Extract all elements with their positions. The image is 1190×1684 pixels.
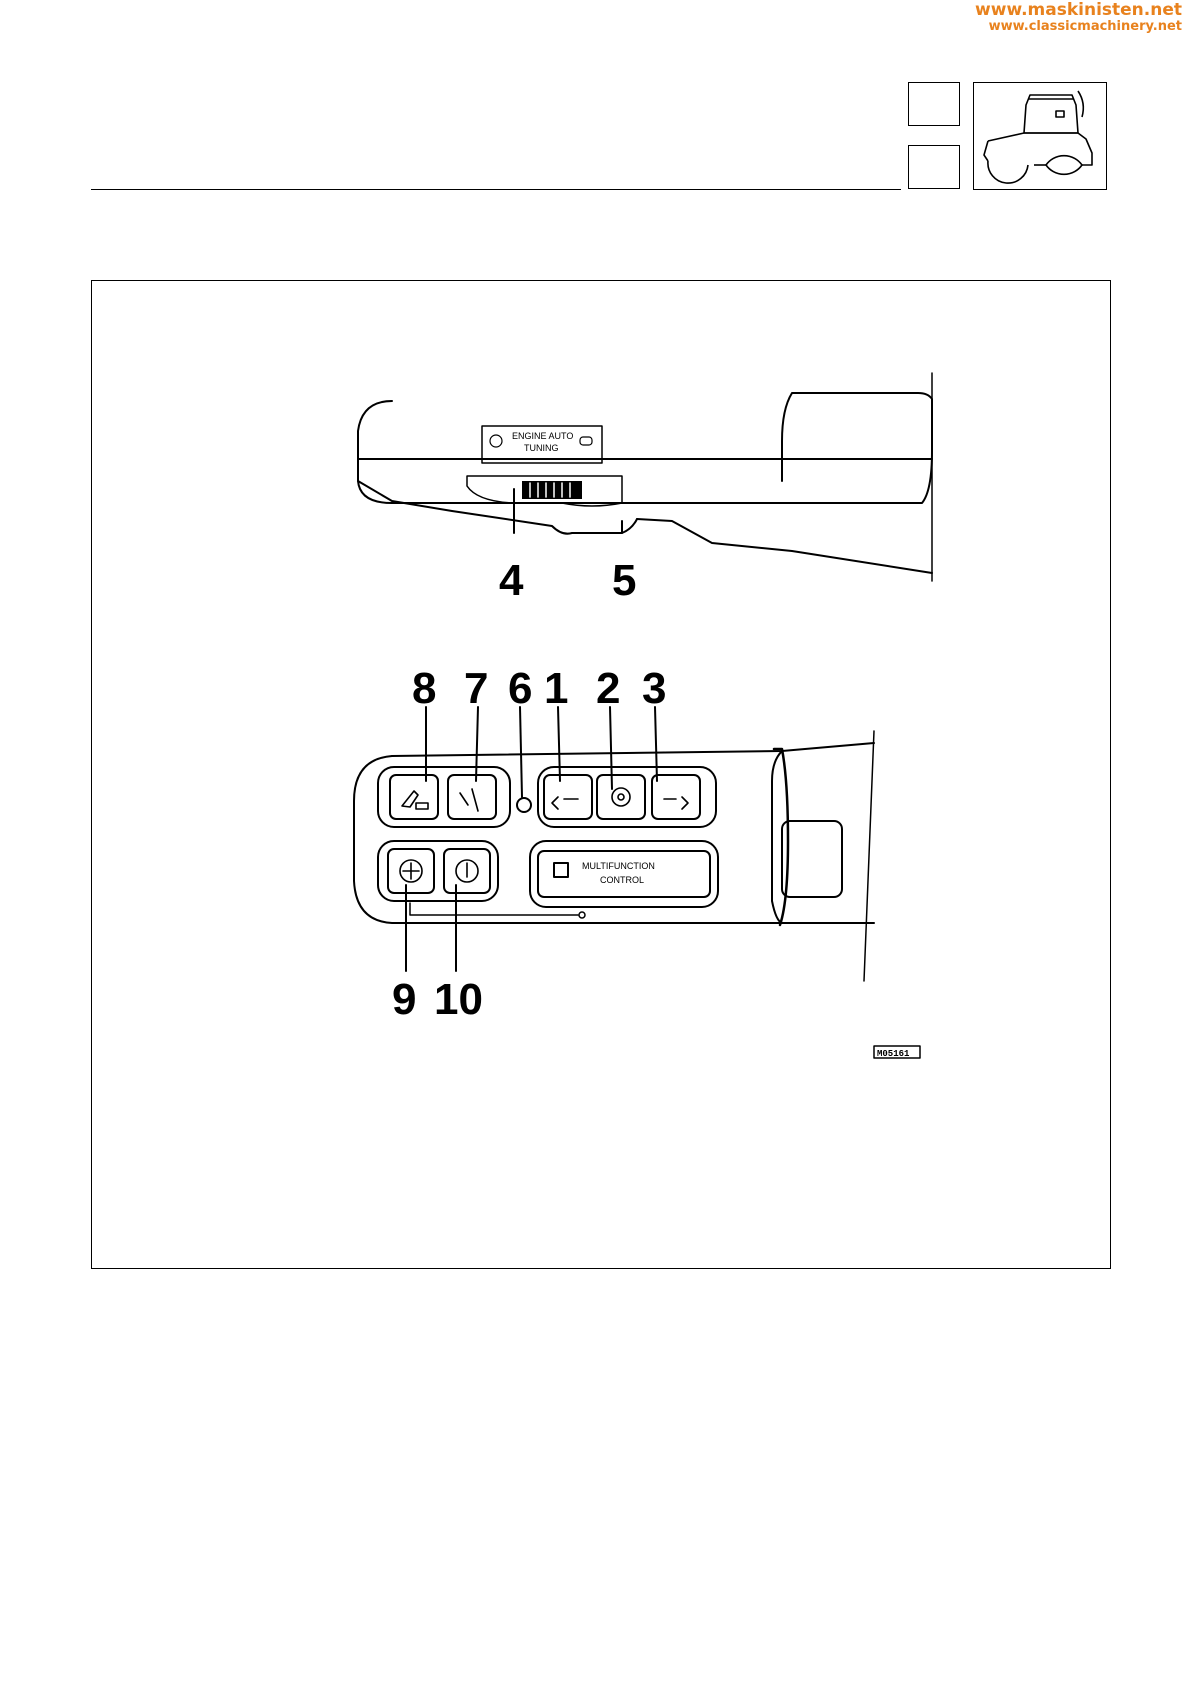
callout-4: 4 bbox=[499, 556, 524, 605]
callout-9: 9 bbox=[392, 975, 416, 1024]
tractor-icon bbox=[973, 82, 1107, 190]
figure-ref-code: M05161 bbox=[877, 1049, 910, 1059]
plate-label-line1: ENGINE AUTO bbox=[512, 431, 573, 441]
callout-1: 1 bbox=[544, 664, 568, 713]
plate-label-line2: TUNING bbox=[524, 443, 559, 453]
figure-frame: ENGINE AUTO TUNING MULTIFUNCTION CONTROL… bbox=[91, 280, 1111, 1269]
watermark: www.maskinisten.net www.classicmachinery… bbox=[975, 2, 1182, 33]
callout-7: 7 bbox=[464, 664, 488, 713]
callout-8: 8 bbox=[412, 664, 436, 713]
callout-5: 5 bbox=[612, 556, 636, 605]
console-illustration: ENGINE AUTO TUNING MULTIFUNCTION CONTROL… bbox=[92, 281, 1112, 1270]
callout-3: 3 bbox=[642, 664, 666, 713]
section-box-top bbox=[908, 82, 960, 126]
maskinisten-link[interactable]: www.maskinisten.net bbox=[975, 2, 1182, 20]
control-panel bbox=[354, 707, 874, 981]
callout-6: 6 bbox=[508, 664, 532, 713]
header-rule bbox=[91, 189, 901, 190]
armrest-side-view bbox=[358, 373, 932, 581]
classicmachinery-link[interactable]: www.classicmachinery.net bbox=[975, 20, 1182, 34]
panel-label-line1: MULTIFUNCTION bbox=[582, 861, 655, 871]
callout-2: 2 bbox=[596, 664, 620, 713]
panel-label-line2: CONTROL bbox=[600, 875, 644, 885]
section-box-bottom bbox=[908, 145, 960, 189]
callout-10: 10 bbox=[434, 975, 483, 1024]
